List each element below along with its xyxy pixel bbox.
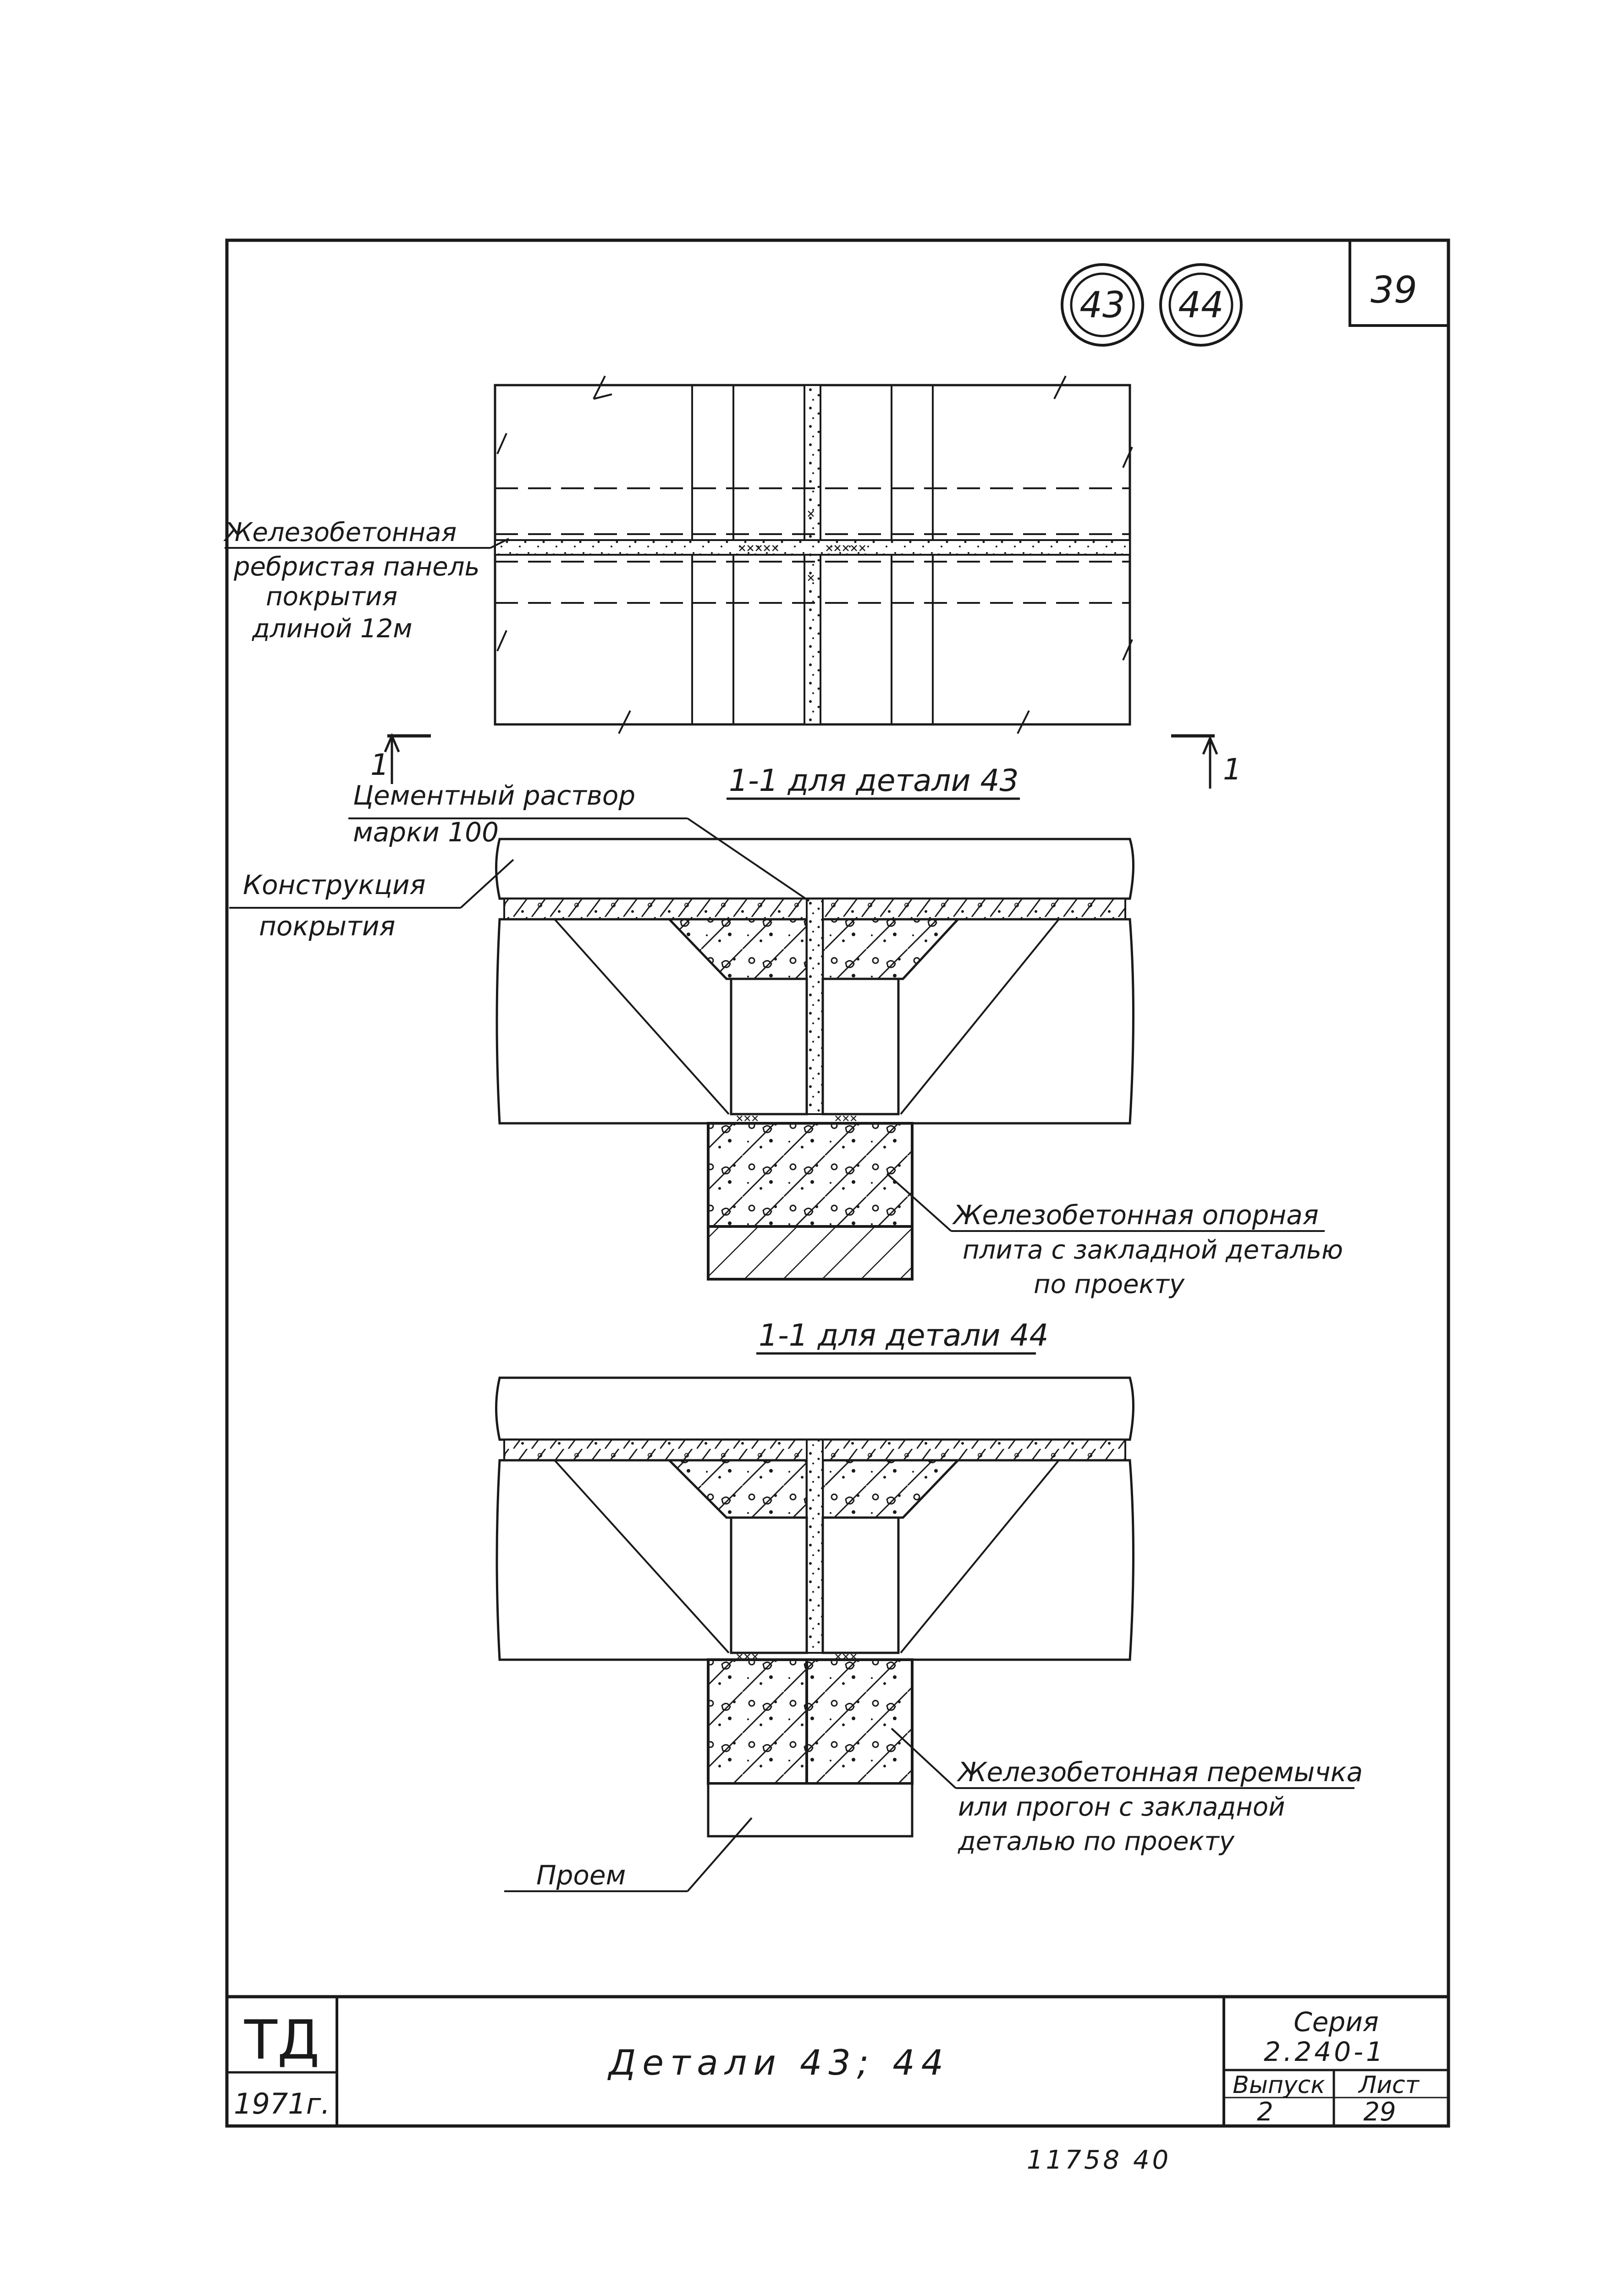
section-mark-right-number: 1	[1223, 753, 1242, 787]
sheet-frame	[225, 238, 1450, 2128]
svg-text:×××××: ×××××	[825, 540, 866, 556]
title-block: ТД 1971г. Детали 43; 44 Серия 2.240-1 Вы…	[227, 1995, 1448, 2127]
roof-label-line-1: Конструкция	[243, 869, 426, 900]
detail-marker-43: 43	[1061, 263, 1144, 347]
section-43-title: 1-1 для детали 43	[729, 763, 1018, 798]
plan-view: ××××× ××××× × ×	[494, 375, 1133, 734]
svg-text:×: ×	[807, 506, 815, 522]
sheet-value: 29	[1363, 2097, 1396, 2127]
panel-label-line-4: длиной 12м	[252, 614, 412, 644]
org-mark: ТД	[244, 2008, 319, 2071]
panel-label-line-1: Железобетонная	[223, 518, 457, 547]
detail-marker-44-label: 44	[1178, 285, 1223, 326]
panel-label: Железобетонная ребристая панель покрытия…	[223, 518, 509, 644]
section-44-title: 1-1 для детали 44	[759, 1318, 1048, 1353]
support-label-line-1: Железобетонная опорная	[952, 1199, 1319, 1231]
sheet-title: Детали 43; 44	[607, 2042, 950, 2083]
support-label-line-2: плита с закладной деталью	[963, 1235, 1343, 1265]
issue-value: 2	[1257, 2097, 1273, 2127]
section-44: 1-1 для детали 44 ××× ××× Железобетонная…	[495, 1318, 1363, 1892]
svg-text:×××××: ×××××	[738, 540, 779, 556]
lintel-label-line-2: или прогон с закладной	[958, 1792, 1285, 1822]
roof-label-line-2: покрытия	[259, 911, 395, 942]
section-mark-left-number: 1	[370, 748, 389, 782]
svg-text:×: ×	[807, 570, 815, 586]
corner-number: 39	[1371, 269, 1417, 311]
detail-marker-44: 44	[1159, 263, 1243, 347]
mortar-label-line-1: Цементный раствор	[353, 780, 635, 811]
sheet-label: Лист	[1358, 2071, 1420, 2099]
lintel-label-line-1: Железобетонная перемычка	[957, 1756, 1363, 1788]
year: 1971г.	[234, 2087, 330, 2120]
series-value: 2.240-1	[1264, 2036, 1386, 2067]
detail-marker-43-label: 43	[1079, 285, 1125, 326]
section-mark-left: 1	[370, 733, 431, 784]
series-label: Серия	[1294, 2006, 1379, 2038]
opening-label: Проем	[536, 1860, 626, 1891]
section-mark-right: 1	[1171, 734, 1242, 789]
lintel-label-line-3: деталью по проекту	[958, 1827, 1235, 1856]
section-43: 1-1 для детали 43 ××× ××× Цементный	[229, 763, 1343, 1299]
support-label-line-3: по проекту	[1034, 1270, 1185, 1299]
mortar-label-line-2: марки 100	[353, 817, 499, 848]
footer-code: 11758 40	[1027, 2145, 1171, 2175]
panel-label-line-3: покрытия	[266, 582, 397, 612]
corner-number-box: 39	[1349, 240, 1448, 327]
issue-label: Выпуск	[1233, 2071, 1325, 2099]
panel-label-line-2: ребристая панель	[233, 552, 479, 582]
